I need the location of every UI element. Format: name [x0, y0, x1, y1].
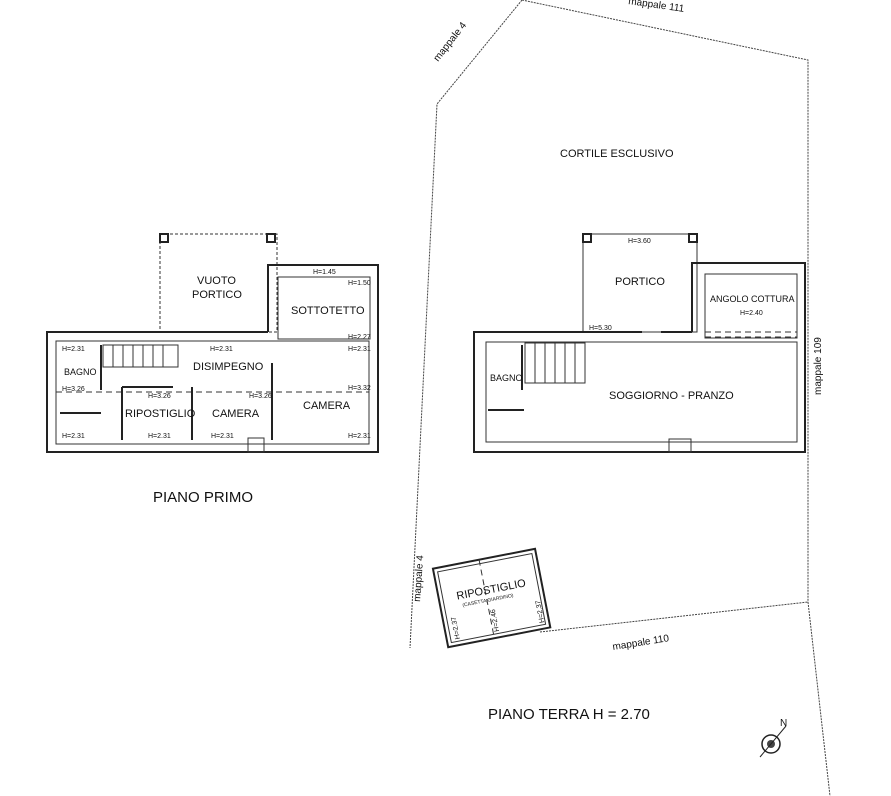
staircase	[102, 344, 179, 368]
parcel-label-bottom: mappale 110	[612, 633, 671, 653]
room-sottotetto: SOTTOTETTO	[291, 305, 365, 317]
room-vuoto-portico-line1: VUOTO	[197, 275, 236, 287]
room-soggiorno-pranzo: SOGGIORNO - PRANZO	[609, 390, 734, 402]
svg-text:H=2.27: H=2.27	[348, 334, 371, 341]
garden-shed: RIPOSTIGLIO (CASETTA GIARDINO) H=2.37 H=…	[431, 547, 552, 649]
svg-text:H=3.26: H=3.26	[148, 393, 171, 400]
first-floor-title: PIANO PRIMO	[153, 489, 253, 506]
svg-text:H=3.32: H=3.32	[348, 385, 371, 392]
staircase	[524, 342, 586, 384]
parcel-label-top-left: mappale 4	[432, 20, 470, 64]
svg-text:H=2.37: H=2.37	[535, 600, 546, 624]
height-soglia: H=5.30	[589, 325, 612, 332]
parcel-label-top: mappale 111	[628, 0, 686, 15]
svg-text:H=2.31: H=2.31	[62, 346, 85, 353]
svg-text:H=3.26: H=3.26	[62, 386, 85, 393]
svg-text:H=2.31: H=2.31	[348, 346, 371, 353]
room-bagno: BAGNO	[64, 367, 97, 377]
parcel-label-bottom-left: mappale 4	[412, 554, 426, 602]
svg-text:H=3.26: H=3.26	[249, 393, 272, 400]
courtyard-label: CORTILE ESCLUSIVO	[560, 148, 674, 160]
svg-text:H=2.31: H=2.31	[211, 433, 234, 440]
compass-north-label: N	[780, 718, 787, 729]
compass-icon: N	[759, 718, 787, 758]
room-angolo-cottura: ANGOLO COTTURA	[710, 294, 795, 304]
svg-text:H=2.37: H=2.37	[451, 616, 462, 640]
svg-text:H=2.31: H=2.31	[348, 433, 371, 440]
room-disimpegno: DISIMPEGNO	[193, 361, 264, 373]
lot-boundary	[409, 0, 831, 796]
parcel-label-right: mappale 109	[813, 337, 824, 395]
room-camera-1: CAMERA	[212, 408, 260, 420]
room-portico: PORTICO	[615, 276, 665, 288]
svg-text:H=1.50: H=1.50	[348, 280, 371, 287]
ground-floor-title: PIANO TERRA H = 2.70	[488, 706, 650, 723]
room-vuoto-portico-line2: PORTICO	[192, 289, 242, 301]
first-floor-plan	[46, 233, 379, 453]
svg-text:H=2.31: H=2.31	[210, 346, 233, 353]
room-camera-2: CAMERA	[303, 400, 351, 412]
svg-text:H=2.31: H=2.31	[62, 433, 85, 440]
first-floor-heights: H=1.45 H=1.50 H=2.27 H=2.31 H=2.31 H=2.3…	[62, 269, 371, 440]
room-bagno-ground: BAGNO	[490, 373, 523, 383]
room-ripostiglio: RIPOSTIGLIO	[125, 408, 196, 420]
svg-text:H=2.46: H=2.46	[490, 608, 501, 632]
svg-text:H=1.45: H=1.45	[313, 269, 336, 276]
ground-floor-plan	[473, 233, 806, 453]
height-cottura: H=2.40	[740, 310, 763, 317]
svg-text:H=2.31: H=2.31	[148, 433, 171, 440]
height-portico: H=3.60	[628, 238, 651, 245]
